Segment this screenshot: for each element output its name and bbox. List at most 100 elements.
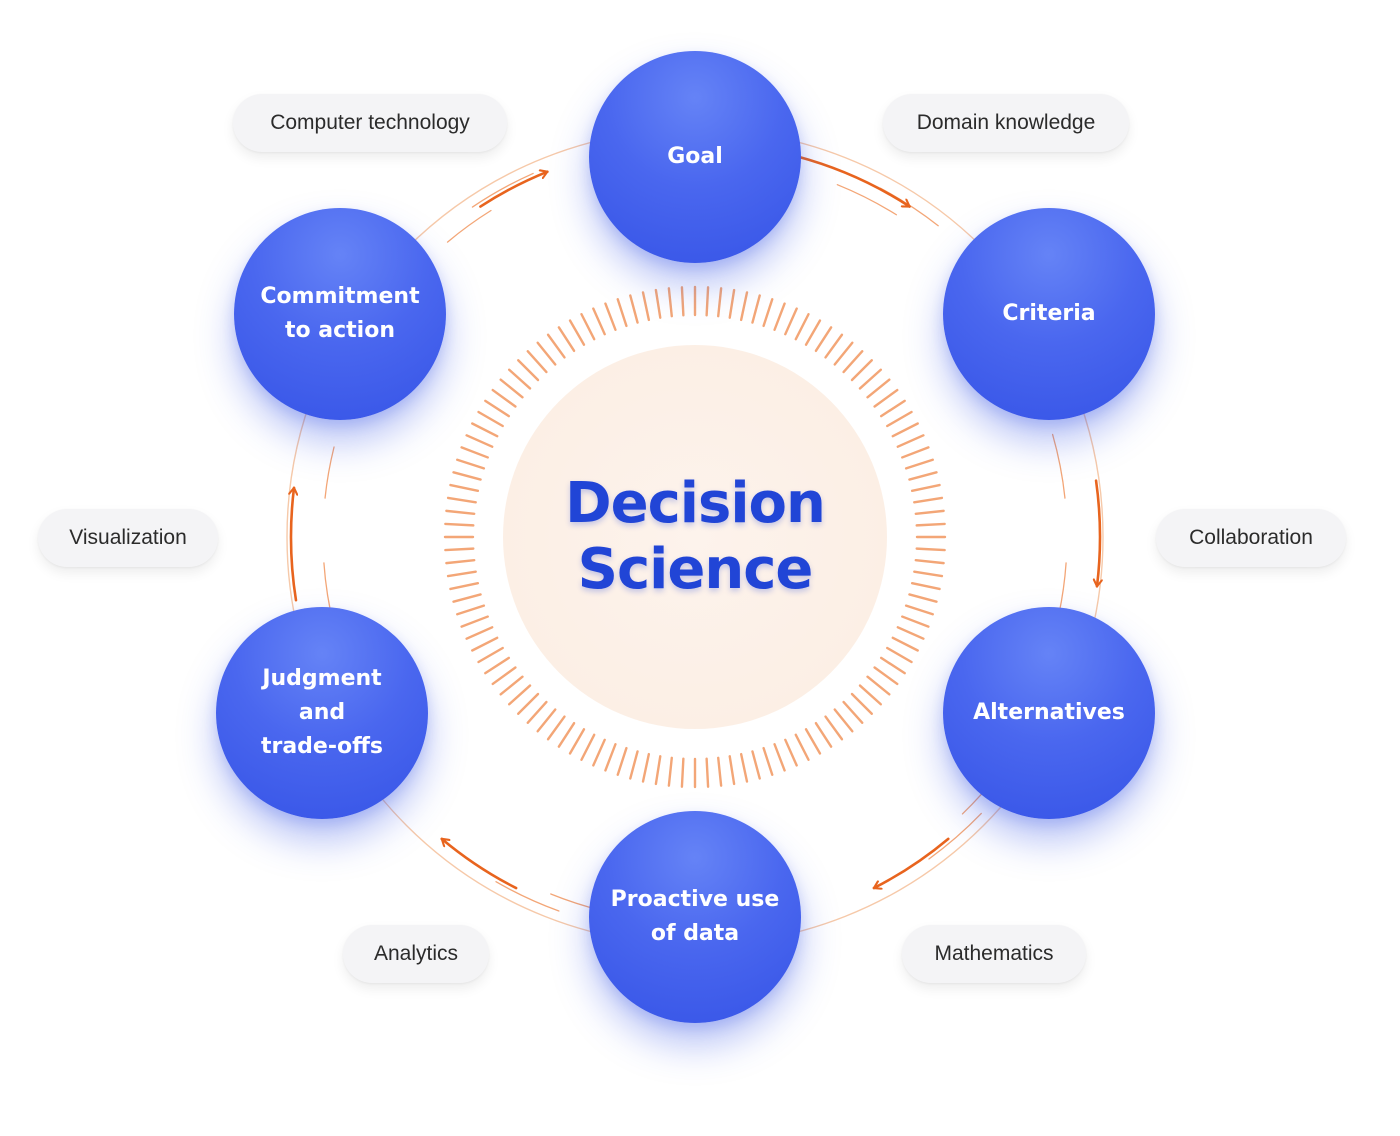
center-title: Decision Science xyxy=(503,345,887,729)
tick-mark xyxy=(739,291,749,322)
tick-mark xyxy=(896,626,925,640)
tick-mark xyxy=(491,666,517,686)
tick-mark xyxy=(471,422,499,438)
tick-mark xyxy=(804,728,822,755)
stage-label: Alternatives xyxy=(973,700,1125,725)
tick-mark xyxy=(858,684,882,706)
stage-node-alternatives: Alternatives xyxy=(943,607,1155,819)
tick-mark xyxy=(824,333,844,359)
tick-mark xyxy=(804,319,822,346)
tick-mark xyxy=(896,434,925,448)
tick-mark xyxy=(762,746,774,776)
tick-mark xyxy=(751,294,761,324)
tick-mark xyxy=(784,738,798,767)
tick-mark xyxy=(914,509,945,515)
tick-mark xyxy=(866,675,891,696)
tick-mark xyxy=(654,755,662,786)
discipline-pill-computer-technology: Computer technology xyxy=(233,94,507,152)
tick-mark xyxy=(910,483,941,493)
tick-mark xyxy=(739,752,749,783)
tick-mark xyxy=(445,559,476,565)
orbit-dash xyxy=(471,172,534,208)
tick-mark xyxy=(773,302,786,331)
tick-mark xyxy=(460,446,489,459)
tick-mark xyxy=(850,359,873,382)
flow-arrow xyxy=(795,155,911,208)
tick-mark xyxy=(773,743,786,772)
tick-mark xyxy=(654,288,662,319)
stage-node-judgment-and-trade-offs: Judgment and trade-offs xyxy=(216,607,428,819)
tick-mark xyxy=(557,326,576,353)
tick-mark xyxy=(705,286,710,317)
tick-ring xyxy=(443,285,947,789)
tick-mark xyxy=(452,471,482,481)
tick-mark xyxy=(901,615,930,628)
tick-mark xyxy=(866,378,891,399)
tick-mark xyxy=(824,715,844,741)
stage-label-line-1: Commitment xyxy=(260,284,420,309)
tick-mark xyxy=(465,626,494,640)
discipline-pill-domain-knowledge: Domain knowledge xyxy=(883,94,1129,152)
tick-mark xyxy=(484,399,511,418)
center-title-line-2: Science xyxy=(577,537,814,602)
stage-label-line-2: to action xyxy=(284,318,395,343)
tick-mark xyxy=(446,496,477,504)
orbit-dash xyxy=(1051,433,1066,499)
tick-mark xyxy=(873,388,899,408)
tick-mark xyxy=(449,581,480,591)
tick-mark xyxy=(449,483,480,493)
tick-mark xyxy=(499,675,524,696)
tick-mark xyxy=(886,410,913,428)
tick-mark xyxy=(592,738,606,767)
stage-node-proactive-use-of-data: Proactive use of data xyxy=(589,811,801,1023)
flow-arrow xyxy=(440,837,518,890)
tick-mark xyxy=(546,715,566,741)
tick-mark xyxy=(842,700,864,724)
tick-mark xyxy=(886,646,913,664)
discipline-pill-mathematics: Mathematics xyxy=(902,925,1086,983)
tick-mark xyxy=(794,733,810,761)
tick-mark xyxy=(568,728,586,755)
stage-label-line-1: Judgment xyxy=(262,666,382,691)
tick-mark xyxy=(913,496,944,504)
tick-mark xyxy=(751,750,761,780)
stage-label-line-2: of data xyxy=(650,921,740,946)
flow-arrows xyxy=(291,155,1100,890)
tick-mark xyxy=(680,286,685,317)
tick-mark xyxy=(557,721,576,748)
tick-mark xyxy=(641,752,651,783)
tick-mark xyxy=(667,756,673,787)
discipline-pill-analytics: Analytics xyxy=(343,925,489,983)
tick-mark xyxy=(833,708,854,733)
tick-mark xyxy=(784,307,798,336)
tick-mark xyxy=(616,746,628,776)
tick-mark xyxy=(465,434,494,448)
tick-mark xyxy=(546,333,566,359)
tick-mark xyxy=(444,547,475,552)
tick-mark xyxy=(891,636,919,652)
tick-mark xyxy=(873,666,899,686)
tick-mark xyxy=(850,692,873,715)
tick-mark xyxy=(446,570,477,578)
stage-label-line-1: Proactive use xyxy=(610,887,780,912)
tick-mark xyxy=(717,756,723,787)
tick-mark xyxy=(915,522,946,527)
tick-mark xyxy=(484,656,511,675)
tick-mark xyxy=(526,700,548,724)
tick-mark xyxy=(794,313,810,341)
tick-mark xyxy=(641,291,651,322)
tick-mark xyxy=(728,755,736,786)
flow-arrow xyxy=(291,486,296,602)
tick-mark xyxy=(762,298,774,328)
tick-mark xyxy=(456,458,486,470)
tick-mark xyxy=(477,410,504,428)
flow-arrow xyxy=(479,172,549,208)
tick-mark xyxy=(728,288,736,319)
tick-mark xyxy=(910,581,941,591)
tick-mark xyxy=(842,350,864,374)
orbit-dash xyxy=(495,881,560,912)
tick-mark xyxy=(508,368,532,390)
tick-mark xyxy=(536,341,557,366)
stage-label-line-3: trade-offs xyxy=(260,734,384,759)
